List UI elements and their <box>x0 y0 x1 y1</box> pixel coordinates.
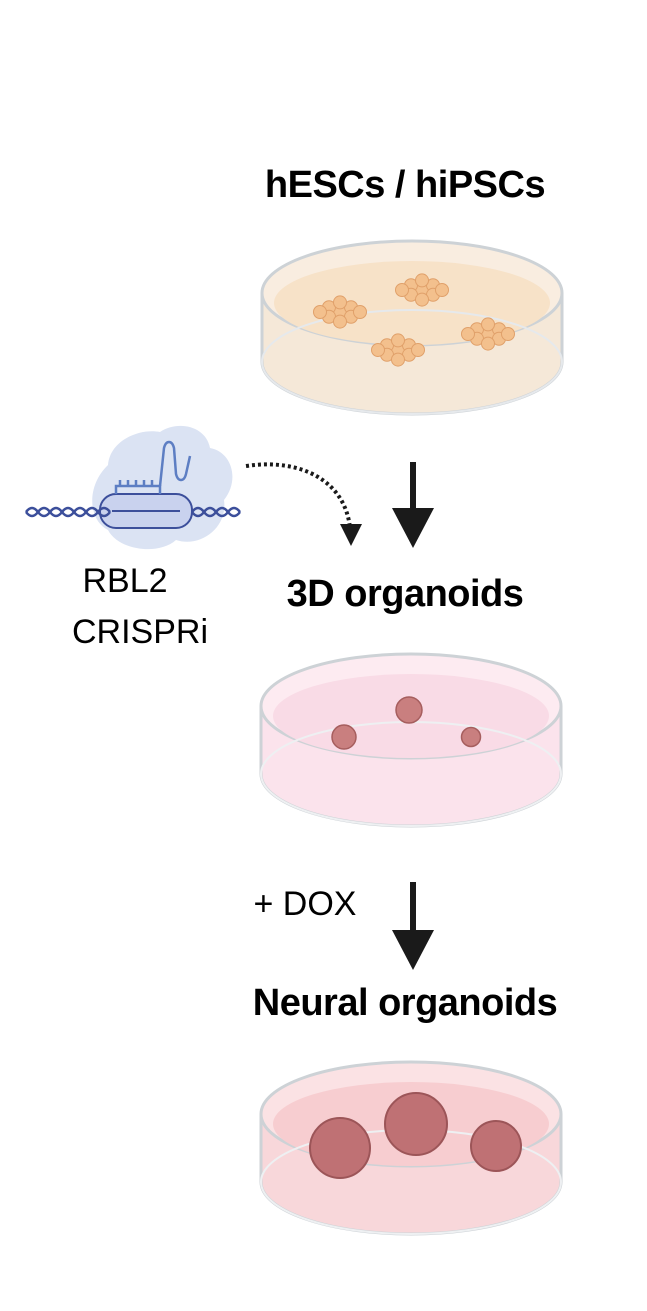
stem-cell <box>333 295 347 310</box>
neural-organoids <box>309 1092 522 1179</box>
stem-cell <box>353 305 367 319</box>
stem-cell <box>391 352 405 367</box>
stem-cell <box>415 292 429 307</box>
down-arrow-1 <box>392 462 434 548</box>
stage-title-hescs: hESCs / hiPSCs <box>265 164 545 206</box>
stem-cell <box>371 343 385 357</box>
guide-rna <box>114 440 192 494</box>
down-arrow-2 <box>392 882 434 970</box>
stem-cell <box>481 317 495 332</box>
stem-cell <box>481 336 495 351</box>
stem-cell <box>411 343 425 357</box>
stem-cell <box>435 283 449 297</box>
stage-title-3d-organoids: 3D organoids <box>287 573 524 615</box>
treatment-label: + DOX <box>254 885 357 923</box>
stage-title-neural-organoids: Neural organoids <box>253 982 558 1024</box>
stem-cell-colonies <box>313 273 515 367</box>
stem-cell <box>461 327 475 341</box>
stem-cell <box>501 327 515 341</box>
stem-cell <box>391 333 405 348</box>
small-organoids <box>331 696 482 750</box>
crispri-complex-icon <box>25 425 241 550</box>
crispri-label-method: CRISPRi <box>72 613 208 651</box>
petri-dish-3d-organoids <box>259 652 563 828</box>
stem-cell <box>313 305 327 319</box>
dna-strand-right <box>191 506 241 518</box>
petri-dish-stem-cells <box>260 239 564 416</box>
crispri-label-gene: RBL2 <box>82 562 167 600</box>
stem-cell <box>395 283 409 297</box>
stem-cell <box>415 273 429 288</box>
dna-strand-left <box>25 506 111 518</box>
stem-cell <box>333 314 347 329</box>
dotted-curved-arrow <box>245 462 362 546</box>
